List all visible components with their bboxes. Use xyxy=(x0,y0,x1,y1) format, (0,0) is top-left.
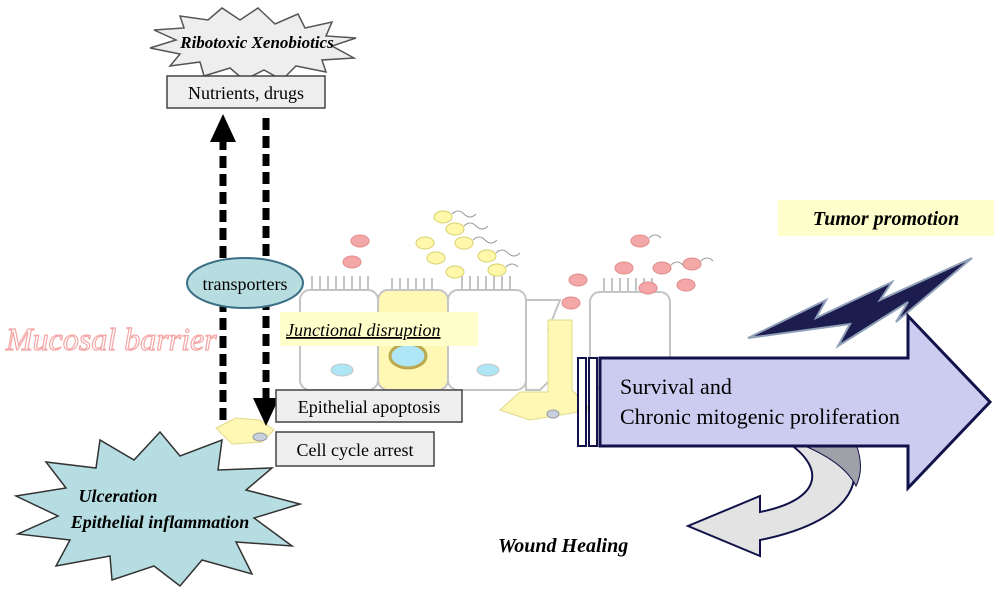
nutrients-label: Nutrients, drugs xyxy=(188,83,304,103)
survival-label-line1: Survival and xyxy=(620,374,732,399)
ulceration-label: Ulceration xyxy=(79,486,158,506)
inflammation-label: Epithelial inflammation xyxy=(70,512,250,532)
arrow-stripe xyxy=(577,357,587,447)
survival-label-line2: Chronic mitogenic proliferation xyxy=(620,404,900,429)
cell-nucleus xyxy=(388,342,428,370)
tumor-label: Tumor promotion xyxy=(813,208,960,230)
wound-healing-label: Wound Healing xyxy=(498,535,628,557)
cell-nucleus xyxy=(330,363,354,377)
proliferation-arrow xyxy=(598,312,993,492)
cell-cycle-label: Cell cycle arrest xyxy=(297,440,414,460)
cell-cycle-box xyxy=(275,431,435,467)
transporters-label: transporters xyxy=(203,274,288,294)
apoptosis-box xyxy=(275,389,463,423)
ulceration-starburst xyxy=(13,430,303,588)
apoptotic-debris xyxy=(499,319,591,421)
efflux-arrowhead xyxy=(253,398,279,426)
particle-tails xyxy=(451,210,714,268)
transporters-ellipse xyxy=(186,257,304,309)
debris-nucleus xyxy=(546,409,560,419)
arrow-stripe xyxy=(588,357,598,447)
cell-nucleus xyxy=(476,363,500,377)
yellow-particles xyxy=(415,210,507,279)
nutrients-box xyxy=(166,75,326,109)
lightning-bolt xyxy=(747,257,973,349)
debris-nucleus xyxy=(252,432,268,442)
wound-healing-arrow-shade xyxy=(799,443,861,488)
apoptosis-label: Epithelial apoptosis xyxy=(298,397,440,417)
junctional-highlight xyxy=(280,312,478,346)
junctional-label: Junctional disruption xyxy=(286,320,441,340)
tumor-highlight xyxy=(778,200,994,236)
mucosal-barrier-label: Mucosal barrier xyxy=(5,321,217,357)
pink-particles xyxy=(342,234,702,310)
wound-healing-arrow-tail xyxy=(685,443,856,558)
ribotoxic-label: Ribotoxic Xenobiotics xyxy=(179,33,334,52)
uptake-arrowhead xyxy=(210,114,236,142)
